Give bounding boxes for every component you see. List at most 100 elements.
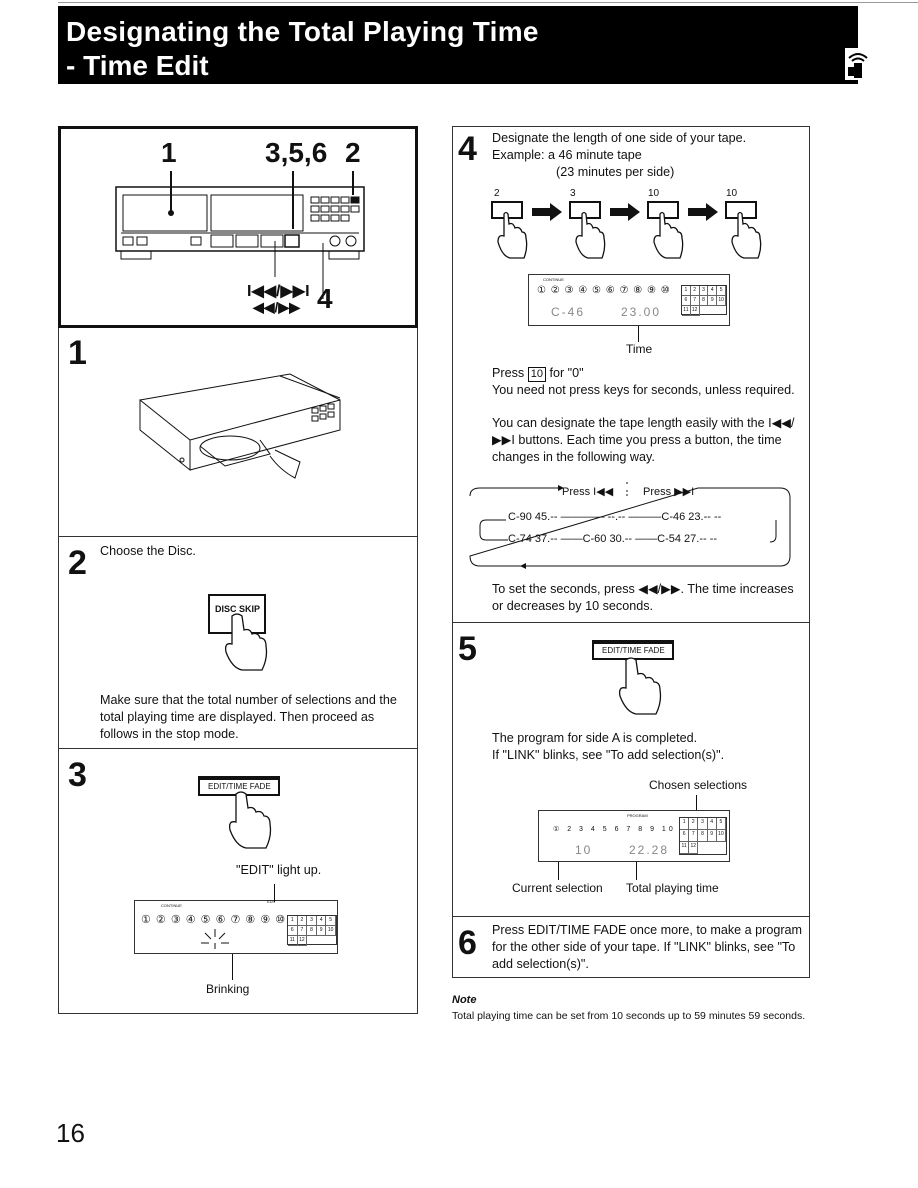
edit-light-note: "EDIT" light up. <box>236 863 322 877</box>
step-3-number: 3 <box>68 756 87 794</box>
calendar-cell: 6 <box>682 296 691 306</box>
top-rule <box>58 2 918 3</box>
callout-1: 1 <box>161 137 177 168</box>
continue-indicator: CONTINUE <box>161 903 182 908</box>
calendar-cell: 8 <box>699 296 709 306</box>
note-heading: Note <box>452 994 477 1006</box>
page-number: 16 <box>56 1118 85 1148</box>
time-leader-line <box>638 326 639 342</box>
calendar-cell: 11 <box>288 936 298 946</box>
calendar-cell: 10 <box>717 296 726 306</box>
time-label: Time <box>626 342 653 356</box>
step-2-title: Choose the Disc. <box>100 544 196 558</box>
calendar-cell: 11 <box>682 306 691 316</box>
calendar-cell: 4 <box>707 818 717 830</box>
chosen-selections-label: Chosen selections <box>649 778 748 792</box>
calendar-cell: 8 <box>307 926 317 936</box>
calendar-cell: 5 <box>716 818 726 830</box>
program-indicator: PROGRAM <box>627 813 648 818</box>
step-4-para1: You need not press keys for seconds, unl… <box>492 383 795 397</box>
press-suffix: for "0" <box>549 366 584 380</box>
key-press-sequence <box>491 201 762 259</box>
calendar-cell: 10 <box>716 830 726 842</box>
seconds-text: To set the seconds, press ◀◀/▶▶. The tim… <box>492 582 794 613</box>
tape-length-readout: C-46 <box>551 305 586 319</box>
calendar-cell: 7 <box>297 926 308 936</box>
page-subtitle: - Time Edit <box>66 50 209 81</box>
disc-indicators: ① ② ③ ④ ⑤ ⑥ ⑦ ⑧ ⑨ ⑩ <box>537 285 671 296</box>
cycle-row-2: C-74 37.-- ——C-60 30.-- ——C-54 27.-- -- <box>508 533 718 545</box>
press-prefix: Press <box>492 366 525 380</box>
key-label-1: 2 <box>494 188 500 199</box>
key-label-3: 10 <box>648 188 660 199</box>
edit-indicator: EDIT <box>267 899 277 904</box>
time-readout: 23.00 <box>621 305 662 319</box>
front-panel-figure: 1 3,5,6 2 I◀◀/▶▶I ◀◀/▶▶ 4 <box>58 126 418 328</box>
step-6-number: 6 <box>458 924 477 962</box>
calendar-cell: 2 <box>690 286 700 296</box>
search-buttons-label: ◀◀/▶▶ <box>253 299 300 315</box>
calendar-cell: 5 <box>717 286 726 296</box>
calendar-cell: 1 <box>288 916 298 926</box>
step-4-line1: Designate the length of one side of your… <box>492 131 747 145</box>
cycle-row-1: C-90 45.-- ———— --.-- ———C-46 23.-- -- <box>508 511 722 523</box>
calendar-cell: 6 <box>680 830 690 842</box>
calendar-cell: 5 <box>326 916 336 926</box>
callout-4: 4 <box>317 283 333 314</box>
callout-3-5-6: 3,5,6 <box>265 137 328 168</box>
track-number-row: ① 2 3 4 5 6 7 8 9 10 <box>553 826 676 833</box>
cd-player-front-drawing <box>115 171 365 299</box>
current-selection-label: Current selection <box>512 881 603 895</box>
blink-rays-icon <box>201 929 229 949</box>
brinking-label: Brinking <box>206 982 250 996</box>
disc-indicators: ① ② ③ ④ ⑤ ⑥ ⑦ ⑧ ⑨ ⑩ <box>141 914 287 926</box>
pressing-hand-icon <box>224 613 268 671</box>
key-label-4: 10 <box>726 188 738 199</box>
divider-step5 <box>452 622 810 623</box>
calendar-cell: 3 <box>699 286 709 296</box>
calendar-cell: 8 <box>698 830 708 842</box>
edit-leader-line <box>274 884 275 902</box>
step-6-text: Press EDIT/TIME FADE once more, to make … <box>492 923 803 971</box>
total-leader-line <box>636 862 637 880</box>
calendar-cell: 12 <box>690 306 700 316</box>
divider-step3 <box>58 748 418 749</box>
calendar-cell: 4 <box>708 286 718 296</box>
disc-skip-key-label: DISC SKIP <box>215 604 261 614</box>
calendar-cell: 11 <box>680 842 690 854</box>
step-1-number: 1 <box>68 334 87 372</box>
divider-step6 <box>452 916 810 917</box>
calendar-cell: 6 <box>288 926 298 936</box>
step-4-line3: (23 minutes per side) <box>556 165 675 179</box>
step-2-number: 2 <box>68 544 87 582</box>
calendar-cell: 3 <box>698 818 708 830</box>
press-10-line: Press 10 for "0" <box>492 365 584 382</box>
calendar-cell: 3 <box>307 916 317 926</box>
current-leader-line <box>558 862 559 880</box>
calendar-cell: 12 <box>297 936 308 946</box>
hand-remote-icon <box>845 48 871 80</box>
chosen-leader-line <box>696 795 697 823</box>
calendar-cell: 7 <box>690 296 700 306</box>
divider-step2 <box>58 536 418 537</box>
step-4-line2: Example: a 46 minute tape <box>492 148 642 162</box>
disc-tray-illustration <box>139 373 341 479</box>
total-time-readout: 22.28 <box>629 843 670 857</box>
step-5-line2: If "LINK" blinks, see "To add selection(… <box>492 748 725 762</box>
right-steps-panel <box>452 126 810 978</box>
step-2-text: Make sure that the total number of selec… <box>100 693 397 741</box>
edit-key-label-step3: EDIT/TIME FADE <box>208 782 271 791</box>
step-5-line1: The program for side A is completed. <box>492 731 698 745</box>
step-5-number: 5 <box>458 630 477 668</box>
key-label-2: 3 <box>570 188 576 199</box>
cycle-press-left: Press I◀◀ <box>562 486 614 498</box>
title-banner: Designating the Total Playing Time - Tim… <box>58 6 871 84</box>
skip-buttons-label: I◀◀/▶▶I <box>247 283 310 300</box>
callout-2: 2 <box>345 137 361 168</box>
calendar-cell: 10 <box>326 926 336 936</box>
note-text: Total playing time can be set from 10 se… <box>452 1010 806 1022</box>
total-playing-time-label: Total playing time <box>626 881 719 895</box>
